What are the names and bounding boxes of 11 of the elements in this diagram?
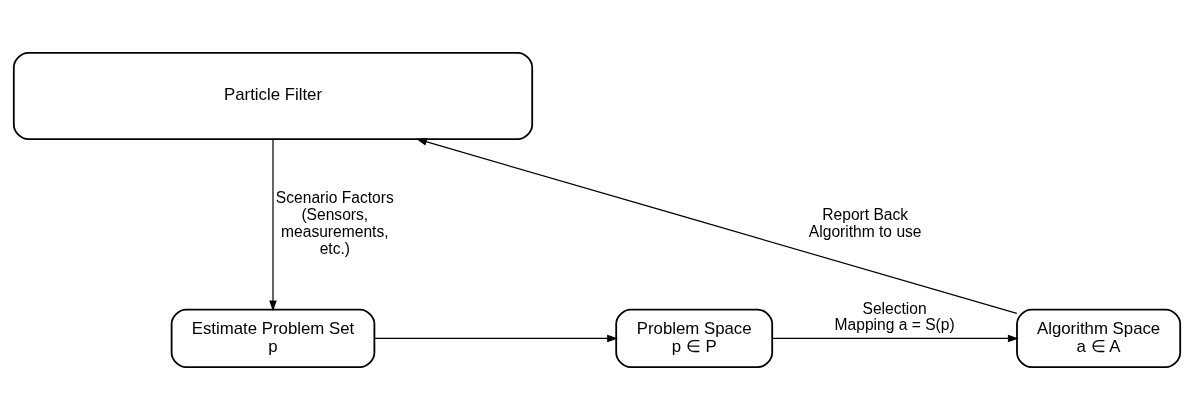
edge-label: Selection Mapping a = S(p) <box>834 299 955 333</box>
node-box: Algorithm Space a ∈ A <box>1016 308 1182 368</box>
arrow <box>772 334 1019 342</box>
arrow <box>416 137 1018 314</box>
arrow <box>374 334 618 342</box>
node-box: Estimate Problem Set p <box>170 308 376 368</box>
node-box: Problem Space p ∈ P <box>615 308 774 368</box>
arrow <box>269 138 277 311</box>
edge-label: Report Back Algorithm to use <box>808 205 922 240</box>
edge-label: Scenario Factors (Sensors, measurements, etc.) <box>275 188 394 257</box>
node-box: Particle Filter <box>12 51 534 140</box>
